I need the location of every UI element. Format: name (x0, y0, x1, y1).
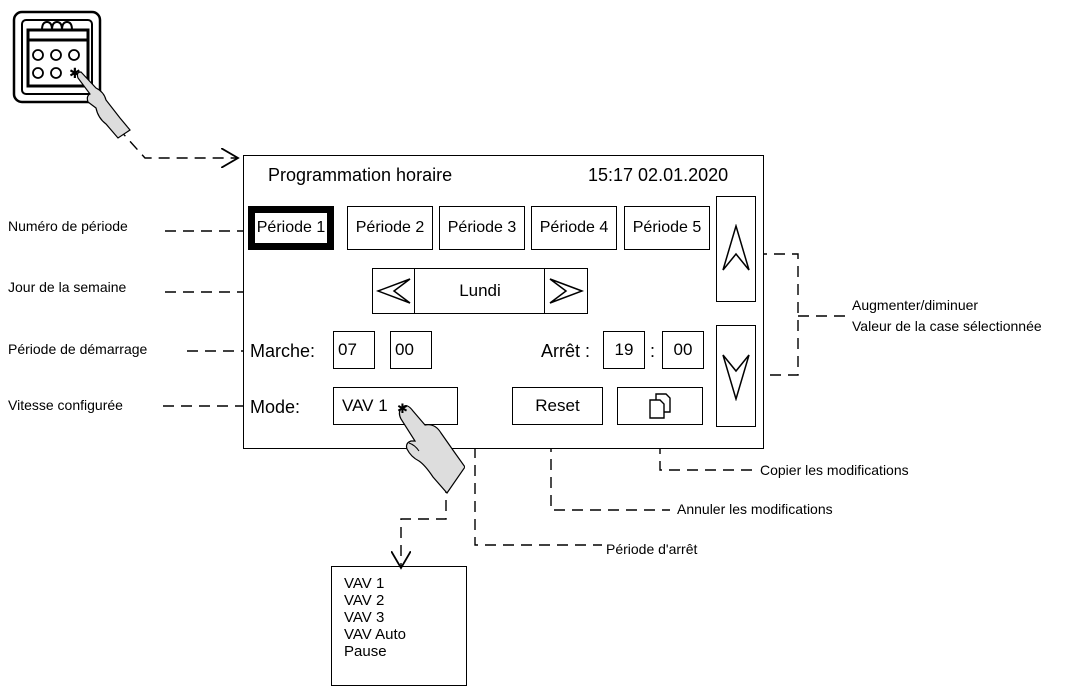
arrow-up-icon (721, 224, 751, 274)
next-day-button[interactable] (544, 268, 588, 314)
mode-option[interactable]: VAV Auto (344, 626, 466, 643)
label-period-number: Numéro de période (8, 218, 128, 234)
arrow-down-icon (721, 351, 751, 401)
label-start-period: Période de démarrage (8, 341, 147, 357)
mode-option[interactable]: Pause (344, 643, 466, 660)
copy-button[interactable] (617, 387, 703, 425)
label-copy-changes: Copier les modifications (760, 462, 909, 478)
stop-hour-value: 19 (615, 340, 634, 360)
label-weekday: Jour de la semaine (8, 279, 126, 295)
label-increase-decrease: Augmenter/diminuer (852, 297, 978, 313)
mode-value: VAV 1 (342, 396, 388, 416)
mode-options-list: VAV 1 VAV 2 VAV 3 VAV Auto Pause (331, 566, 467, 686)
day-display: Lundi (414, 268, 546, 314)
tab-period-5-label: Période 5 (633, 219, 702, 237)
label-configured-speed: Vitesse configurée (8, 397, 123, 413)
label-selected-value: Valeur de la case sélectionnée (852, 318, 1042, 334)
reset-button[interactable]: Reset (512, 387, 603, 425)
tab-period-4[interactable]: Période 4 (531, 206, 617, 250)
start-minute-field[interactable]: 00 (390, 331, 432, 369)
reset-label: Reset (535, 396, 579, 416)
tab-period-4-label: Période 4 (540, 219, 609, 237)
pointing-hand-icon: ✱ (385, 395, 465, 495)
day-value: Lundi (459, 281, 501, 301)
stop-hour-field[interactable]: 19 (603, 331, 645, 369)
tab-period-5[interactable]: Période 5 (624, 206, 710, 250)
svg-text:✱: ✱ (397, 402, 408, 417)
stop-separator: : (650, 341, 655, 362)
tab-period-3-label: Période 3 (448, 219, 517, 237)
stop-label: Arrêt : (541, 341, 590, 362)
tab-period-3[interactable]: Période 3 (439, 206, 525, 250)
decrease-button[interactable] (716, 325, 756, 427)
copy-icon (649, 393, 671, 419)
mode-option[interactable]: VAV 2 (344, 592, 466, 609)
tab-period-2[interactable]: Période 2 (347, 206, 433, 250)
stop-minute-value: 00 (674, 340, 693, 360)
start-hour-value: 07 (338, 340, 357, 360)
screen-datetime: 15:17 02.01.2020 (588, 165, 728, 186)
tab-period-1[interactable]: Période 1 (248, 206, 334, 250)
screen-title: Programmation horaire (268, 165, 452, 186)
arrow-right-icon (548, 277, 584, 305)
stop-minute-field[interactable]: 00 (662, 331, 704, 369)
tab-period-2-label: Période 2 (356, 219, 425, 237)
start-hour-field[interactable]: 07 (333, 331, 375, 369)
increase-button[interactable] (716, 196, 756, 302)
mode-label: Mode: (250, 397, 300, 418)
prev-day-button[interactable] (372, 268, 416, 314)
start-minute-value: 00 (395, 340, 414, 360)
mode-option[interactable]: VAV 3 (344, 609, 466, 626)
label-cancel-changes: Annuler les modifications (677, 501, 833, 517)
label-stop-period: Période d'arrêt (606, 541, 697, 557)
arrow-left-icon (376, 277, 412, 305)
tab-period-1-label: Période 1 (257, 219, 326, 237)
mode-option[interactable]: VAV 1 (344, 575, 466, 592)
start-label: Marche: (250, 341, 315, 362)
calendar-keypad-icon: ✱ (12, 10, 132, 140)
